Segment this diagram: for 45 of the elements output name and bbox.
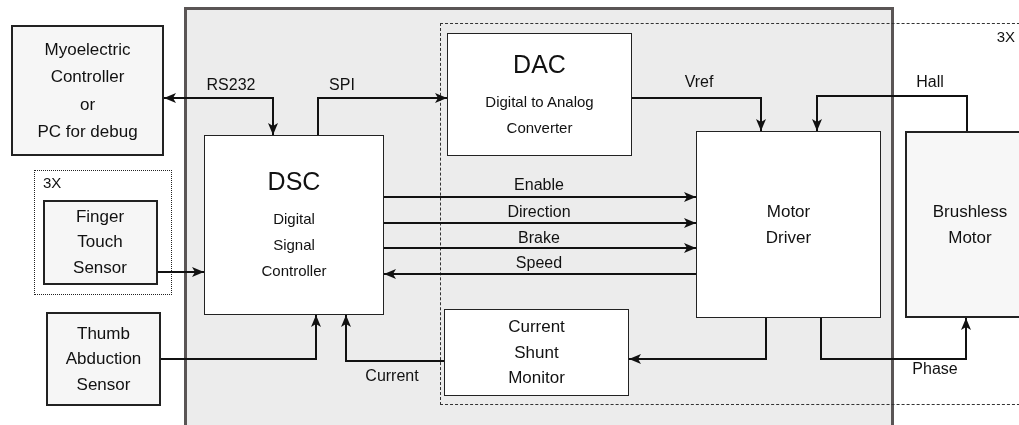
edge-label: Phase: [911, 361, 959, 377]
edge-label: Hall: [915, 74, 945, 90]
arrow: [628, 317, 767, 364]
block-label: Digital to Analog Converter: [485, 91, 594, 138]
edge-label: Vref: [683, 74, 715, 90]
sensor-box: [46, 312, 161, 406]
driver-block: [696, 131, 881, 318]
arrow: [160, 314, 321, 360]
arrow: [631, 97, 766, 132]
block-label: Brushless Motor: [932, 201, 1008, 249]
block-label: Thumb Abduction Sensor: [65, 322, 142, 396]
edge-label: Speed: [514, 255, 564, 271]
edge-label: SPI: [328, 77, 356, 93]
block-title: DSC: [267, 166, 321, 198]
arrow: [383, 243, 697, 253]
sensor-box: [42, 199, 158, 285]
arrow: [383, 218, 697, 228]
edge-label: RS232: [205, 77, 257, 93]
block-label: Finger Touch Sensor: [73, 205, 127, 279]
block-label: Digital Signal Controller: [261, 208, 327, 282]
group-frame: [34, 170, 172, 295]
converter-block: [447, 33, 632, 156]
monitor-block: [444, 309, 629, 396]
multiplier-label: 3X: [996, 28, 1015, 46]
edge-label: Enable: [513, 177, 565, 193]
block-title: DAC: [513, 49, 566, 80]
controller-block: [204, 135, 384, 315]
edge-label: Current: [364, 368, 420, 384]
edge-label: Brake: [517, 230, 561, 246]
group-frame: [440, 23, 1019, 405]
arrow: [812, 95, 968, 132]
arrow: [156, 267, 205, 277]
multiplier-label: 3X: [43, 174, 62, 192]
arrow: [341, 314, 445, 362]
arrow: [383, 192, 697, 202]
block-label: Current Shunt Monitor: [508, 316, 565, 390]
arrow: [317, 93, 448, 136]
arrow: [163, 93, 278, 136]
block-label: Myoelectric Controller or PC for debug: [37, 39, 138, 143]
motor-block: [905, 131, 1019, 318]
block-label: Motor Driver: [765, 201, 812, 249]
edge-label: Direction: [506, 204, 572, 220]
arrow: [820, 317, 971, 360]
arrow: [383, 269, 697, 279]
controller-box: [11, 25, 164, 156]
